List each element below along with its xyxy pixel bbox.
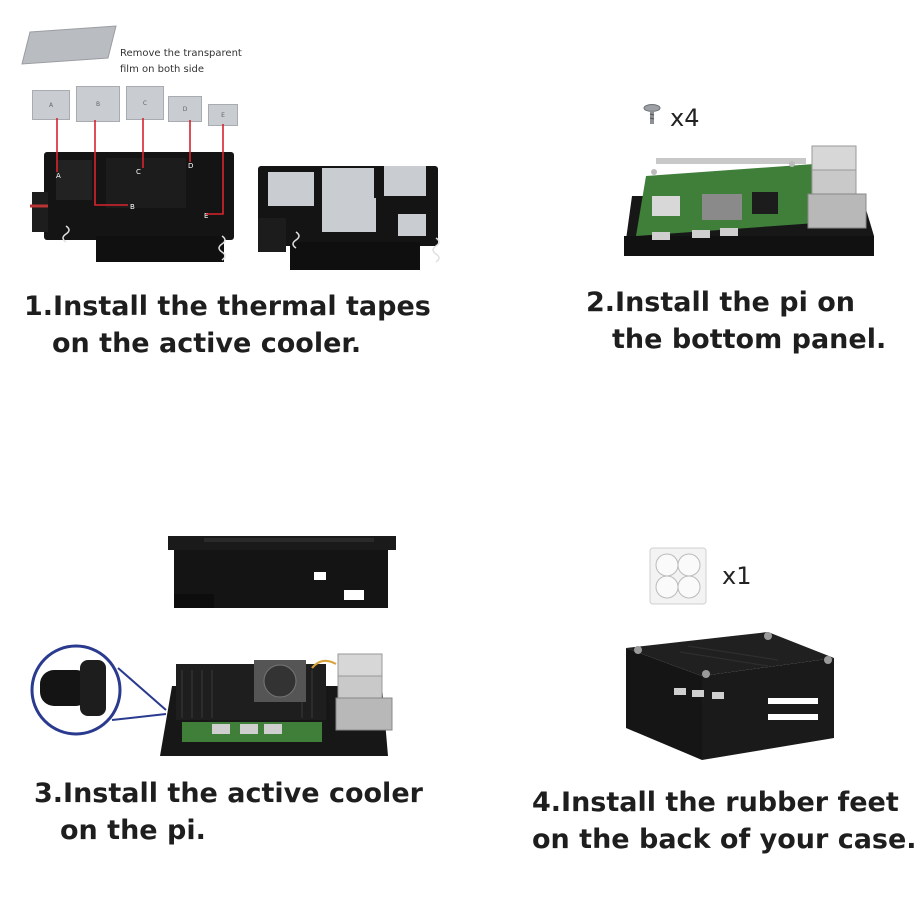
- thermal-tape-b: B: [76, 86, 120, 122]
- step-1-caption: 1.Install the thermal tapes on the activ…: [24, 288, 431, 362]
- step-3-caption: 3.Install the active cooler on the pi.: [34, 775, 423, 849]
- step-4-caption-line1: 4.Install the rubber feet: [532, 787, 899, 818]
- tape-label-e: E: [221, 111, 225, 119]
- step-1-caption-line2: on the active cooler.: [52, 328, 362, 359]
- step-1-caption-line1: 1.Install the thermal tapes: [24, 291, 431, 322]
- film-note: Remove the transparent film on both side: [120, 46, 242, 78]
- step-3-caption-line2: on the pi.: [60, 815, 206, 846]
- case-top-cover-illustration: [168, 536, 396, 608]
- rubber-foot-closeup-icon: [30, 644, 167, 736]
- step-2-caption: 2.Install the pi on the bottom panel.: [586, 284, 886, 358]
- rubber-feet-sheet-icon: [649, 547, 707, 605]
- thermal-tape-d: D: [168, 96, 202, 122]
- active-cooler-illustration: [30, 152, 234, 262]
- cooler-tag-c: C: [136, 168, 141, 176]
- cooler-tag-a: A: [56, 172, 61, 180]
- step-3-caption-line1: 3.Install the active cooler: [34, 778, 423, 809]
- step-2-caption-line2: the bottom panel.: [612, 324, 887, 355]
- tape-label-d: D: [182, 105, 188, 113]
- cooler-tag-d: D: [188, 162, 194, 170]
- tape-label-a: A: [48, 101, 54, 109]
- screw-icon: [643, 104, 661, 124]
- cooler-tag-b: B: [130, 203, 135, 211]
- tape-guide-lines: [56, 118, 224, 215]
- step-2-caption-line1: 2.Install the pi on: [586, 287, 856, 318]
- cooler-tag-e: E: [204, 212, 209, 220]
- assembled-case-illustration: [626, 632, 834, 760]
- feet-quantity: x1: [722, 562, 752, 590]
- tape-label-c: C: [142, 99, 148, 107]
- cooler-with-tapes-illustration: [258, 166, 440, 270]
- film-note-line1: Remove the transparent: [120, 48, 242, 59]
- step-4-caption-line2: on the back of your case.: [532, 824, 917, 855]
- thermal-tape-c: C: [126, 86, 164, 120]
- transparent-film-sheet: [21, 25, 117, 65]
- tape-label-b: B: [95, 100, 101, 108]
- cooler-on-pi-illustration: [160, 653, 393, 756]
- pi-on-bottom-panel-illustration: [624, 145, 874, 256]
- film-note-line2: film on both side: [120, 64, 205, 75]
- thermal-tape-a: A: [32, 90, 70, 120]
- step-4-caption: 4.Install the rubber feet on the back of…: [532, 784, 917, 858]
- screw-quantity: x4: [670, 104, 700, 132]
